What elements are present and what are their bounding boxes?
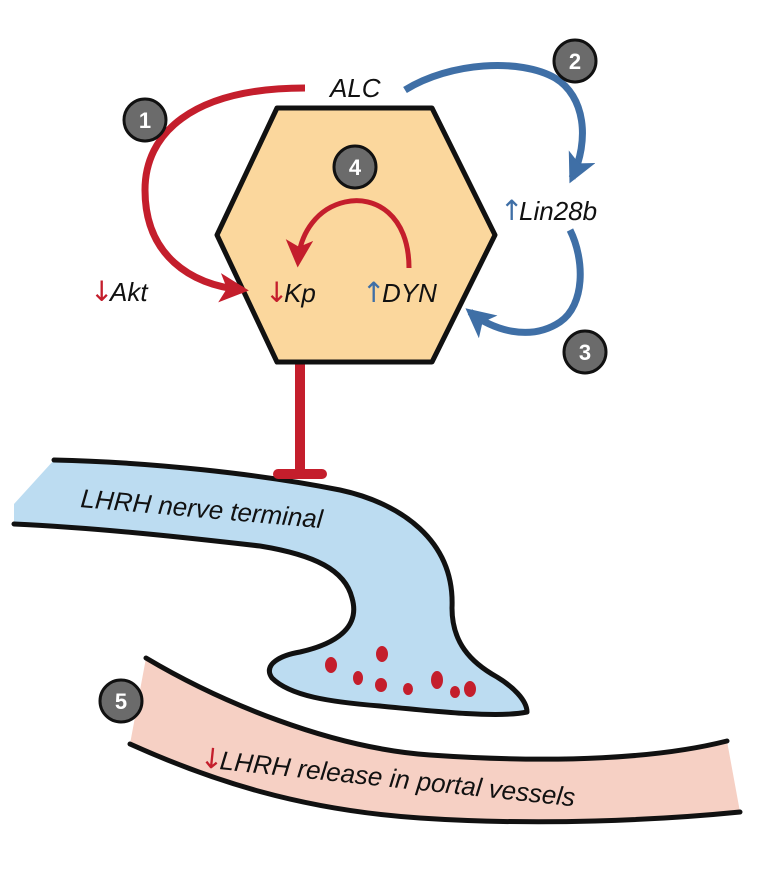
step-number-1: 1 [139, 108, 151, 133]
step-number-3: 3 [579, 340, 591, 365]
label-alc: ALC [328, 73, 381, 103]
step-number-2: 2 [569, 49, 581, 74]
label-akt: Akt [108, 277, 149, 307]
kndy-neuron-hexagon [214, 105, 498, 365]
down-arrow-icon: ↓ [90, 275, 113, 308]
step-badge-3: 3 [562, 329, 608, 375]
step-badge-2: 2 [552, 38, 598, 84]
label-kp-group: ↓ Kp [265, 276, 316, 309]
portal-vessel [130, 658, 740, 822]
vesicle [450, 686, 460, 698]
up-arrow-icon: ↑ [500, 194, 523, 227]
step-number-4: 4 [349, 155, 362, 180]
vesicle [353, 671, 363, 685]
portal-vessel-bottom-edge [127, 741, 743, 825]
nerve-terminal [14, 460, 527, 715]
arrow-1-alc-to-kp [141, 84, 306, 303]
vesicles [325, 646, 476, 698]
label-kp: Kp [284, 278, 316, 308]
vesicle [375, 678, 387, 692]
vesicle [431, 671, 443, 689]
label-lin28b-group: ↑ Lin28b [500, 194, 597, 227]
label-akt-group: ↓ Akt [90, 275, 149, 308]
nerve-terminal-outline [11, 457, 530, 717]
label-dyn: DYN [382, 278, 437, 308]
portal-vessel-top-edge [143, 655, 730, 762]
down-arrow-icon: ↓ [199, 741, 226, 776]
arrow-2-alc-to-lin28b [403, 62, 596, 184]
vesicle [376, 646, 388, 662]
step-badge-1: 1 [122, 97, 168, 143]
label-dyn-group: ↑ DYN [362, 276, 437, 309]
arrow-4-dyn-to-kp [285, 198, 412, 269]
arrow-3-lin28b-to-dyn [465, 228, 584, 339]
step-number-5: 5 [115, 689, 127, 714]
step-badge-5: 5 [98, 678, 144, 724]
vesicle [325, 657, 337, 673]
label-lin28b: Lin28b [519, 196, 597, 226]
down-arrow-icon: ↓ [265, 276, 288, 309]
step-badge-4: 4 [332, 144, 378, 190]
vesicle [464, 681, 476, 697]
up-arrow-icon: ↑ [362, 276, 385, 309]
vesicle [403, 683, 413, 695]
